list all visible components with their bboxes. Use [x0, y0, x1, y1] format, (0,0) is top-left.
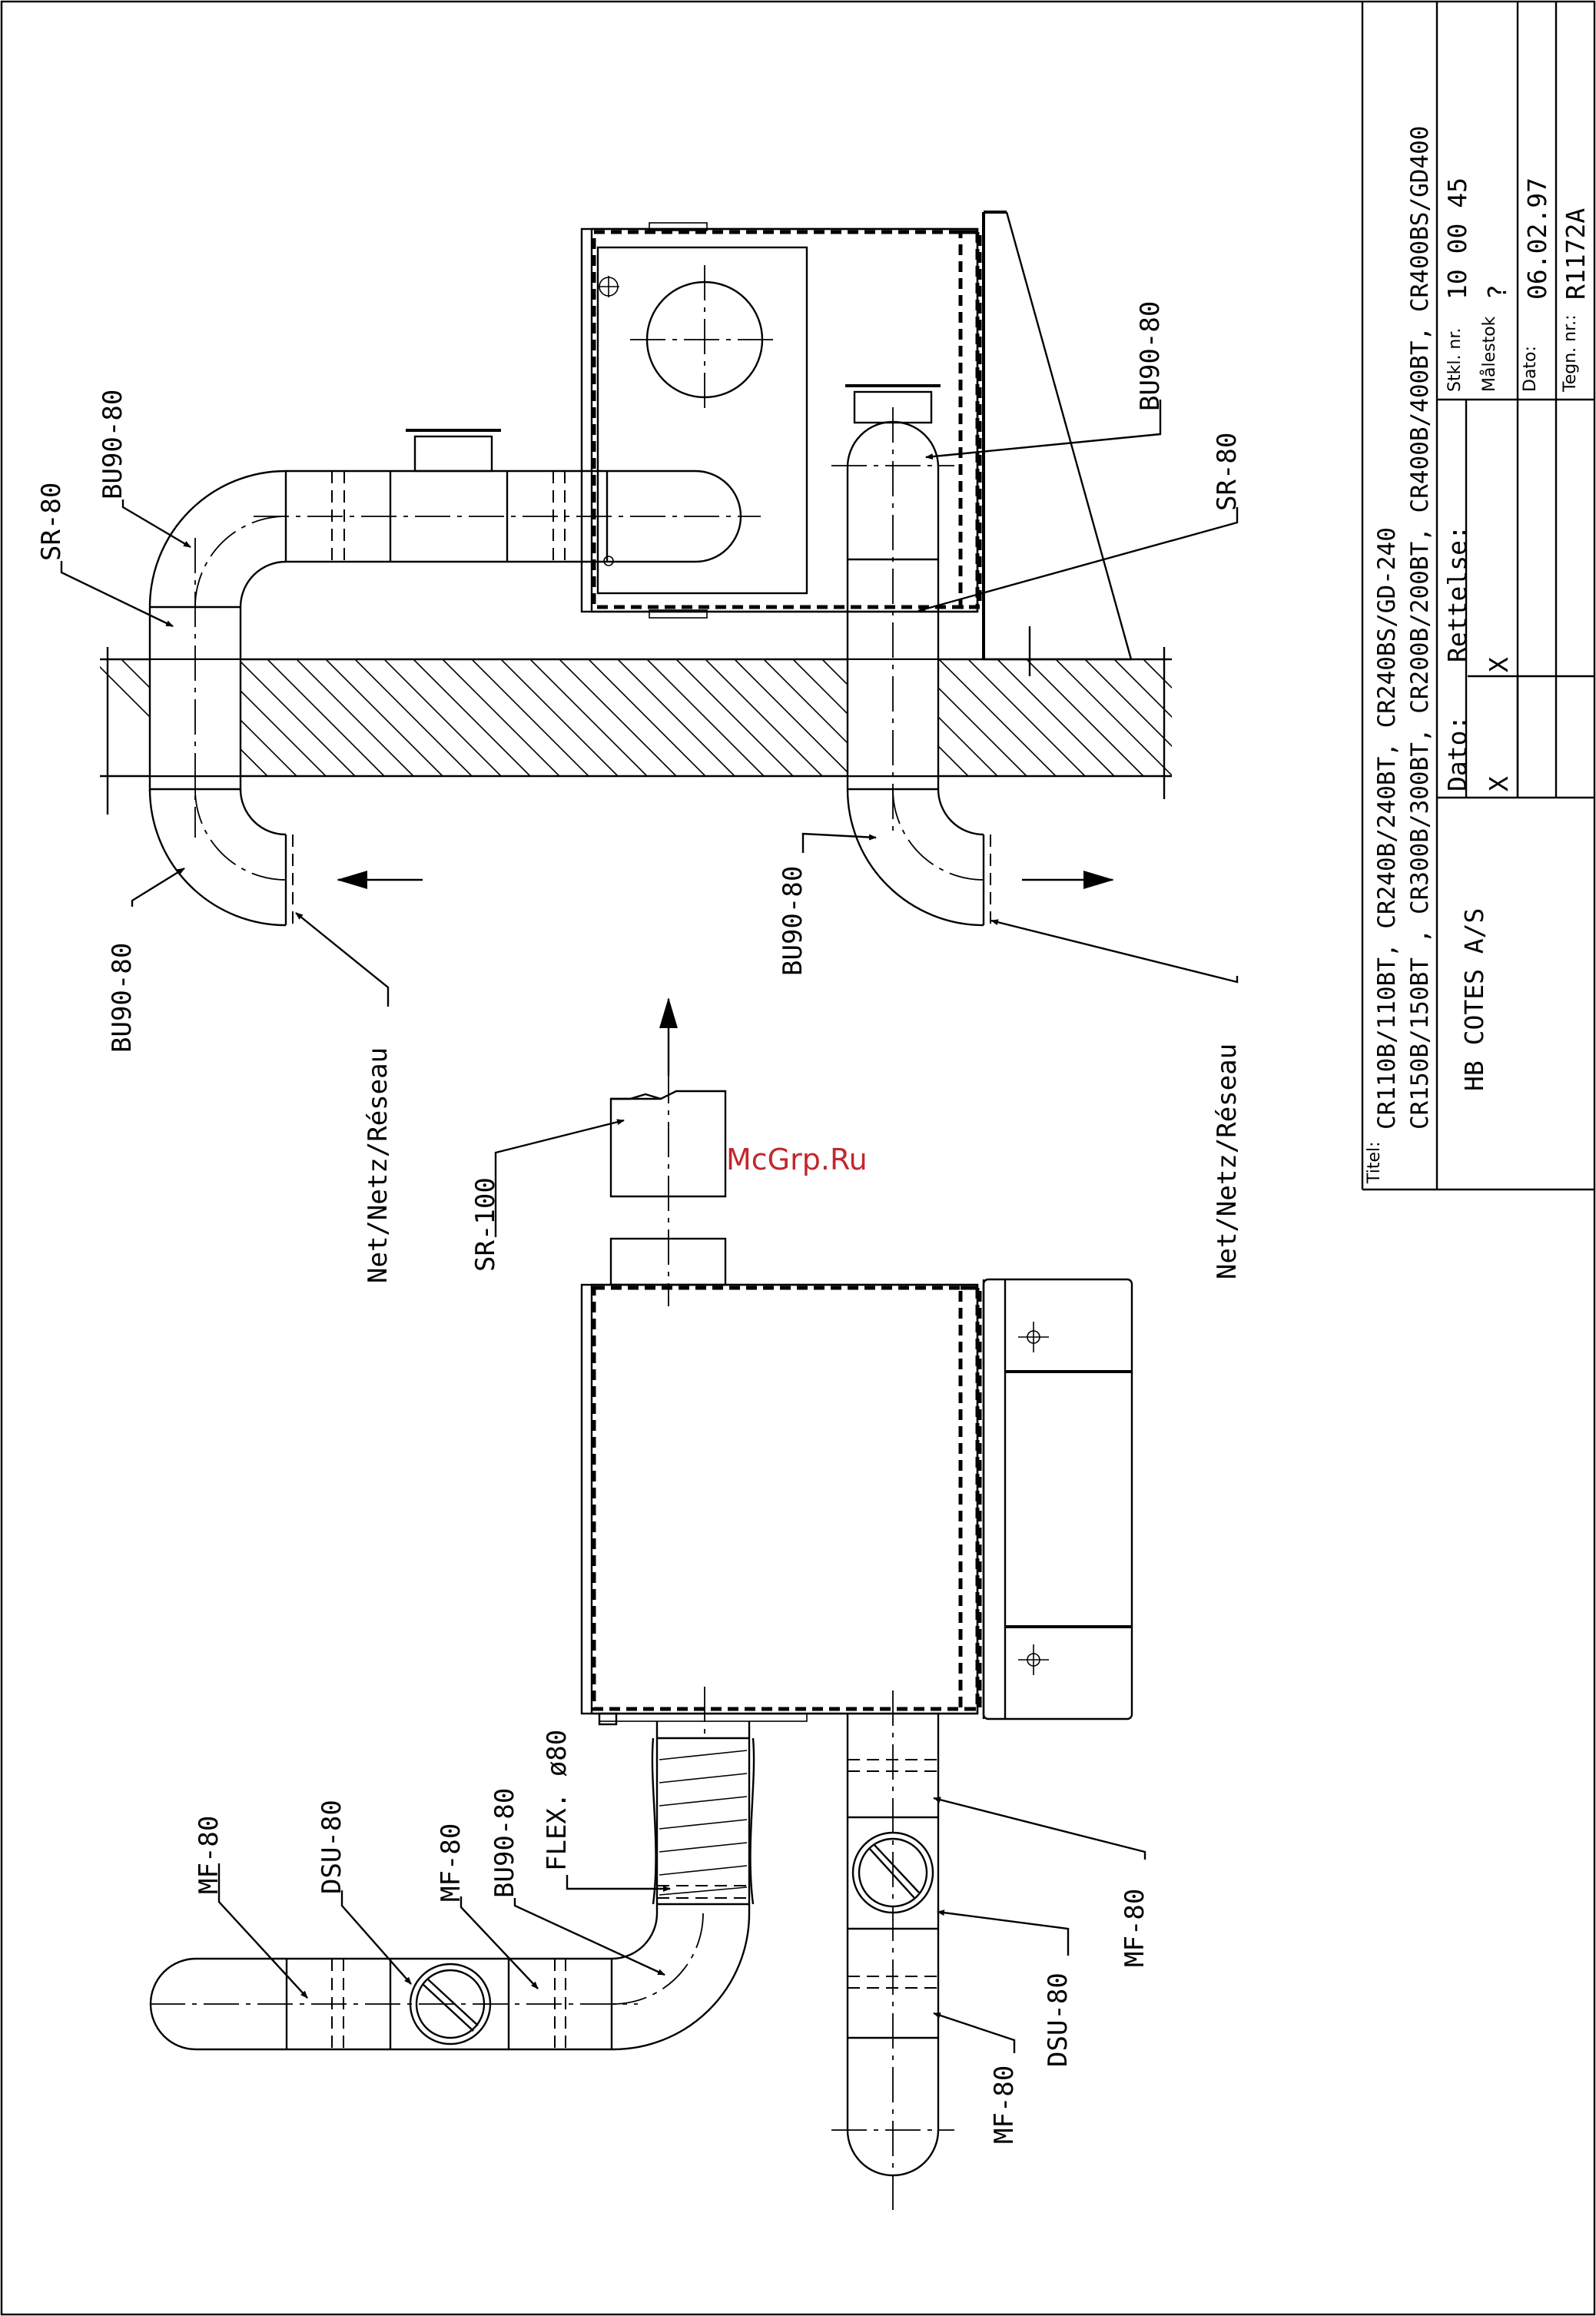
right-upper-duct — [831, 384, 1114, 927]
label-dsu80-2: DSU-80 — [1043, 1973, 1073, 2067]
title-line-2: CR150B/150BT , CR300B/300BT, CR200B/200B… — [1406, 126, 1434, 1130]
lower-unit — [580, 1278, 1133, 1737]
left-upper-duct — [148, 429, 761, 838]
rettelse-label: Rettelse: — [1442, 525, 1472, 662]
label-bu90-bottom-right: BU90-80 — [778, 866, 808, 976]
label-mf80-3: MF-80 — [1120, 1889, 1150, 1967]
wall-hatch-line — [1143, 659, 1172, 689]
title-block: Titel: CR110B/110BT, CR240B/240BT, CR240… — [1361, 2, 1594, 1191]
wall-hatch-line — [705, 659, 823, 776]
label-sr100: SR-100 — [470, 1177, 501, 1272]
wall-hatch-line — [1026, 659, 1144, 776]
rettelse-value: X — [1484, 657, 1514, 672]
wall-hatch-line — [413, 659, 531, 776]
dato2-value: 06.02.97 — [1522, 178, 1552, 300]
wall-hatch-line — [442, 659, 560, 776]
label-bu90-top-left: BU90-80 — [98, 390, 128, 499]
label-bu90-top-right: BU90-80 — [1135, 301, 1166, 411]
wall-hatch-line — [734, 659, 852, 776]
left-lower-bend — [148, 788, 423, 927]
callout-labels: SR-80 BU90-80 BU90-80 Net/Netz/Réseau SR… — [36, 301, 1243, 2144]
tegn-label: Tegn. nr.: — [1561, 314, 1580, 393]
label-flex: FLEX. ø80 — [542, 1730, 572, 1871]
wall-hatch-line — [1202, 659, 1319, 776]
wall-hatch-line — [1084, 659, 1172, 748]
company-name: HB COTES A/S — [1459, 908, 1489, 1091]
wall-hatch-line — [529, 659, 648, 776]
wall-hatch-line — [500, 659, 619, 776]
label-bu90-bottom-left: BU90-80 — [107, 943, 138, 1053]
label-net-left: Net/Netz/Réseau — [363, 1047, 393, 1283]
tegn-value: R1172A — [1561, 208, 1591, 300]
flex-and-lower-left-duct — [149, 1721, 755, 2051]
wall-hatch-line — [383, 659, 502, 776]
wall-hatch-line — [471, 659, 589, 776]
wall-hatch-line — [588, 659, 706, 776]
label-mf80-4: MF-80 — [989, 2065, 1020, 2144]
wall-hatch-line — [938, 659, 1057, 776]
title-line-1: CR110B/110BT, CR240B/240BT, CR240BS/GD-2… — [1373, 527, 1401, 1130]
wall-hatch-line — [354, 659, 473, 776]
malestok-value: ? — [1482, 284, 1512, 300]
label-mf80-2: MF-80 — [436, 1823, 466, 1902]
wall-hatch-line — [325, 659, 443, 776]
wall-hatch-line — [1231, 659, 1348, 776]
wall-section — [100, 647, 1377, 815]
label-dsu80-1: DSU-80 — [317, 1800, 347, 1894]
wall-hatch-line — [296, 659, 414, 776]
stkl-label: Stkl. nr. — [1445, 328, 1465, 392]
malestok-label: Målestok — [1479, 316, 1499, 392]
sr100-exhaust — [609, 997, 727, 1306]
dato-label: Dato: — [1442, 715, 1472, 791]
wall-hatch-line — [675, 659, 794, 776]
dato2-label: Dato: — [1521, 346, 1540, 392]
wall-hatch-line — [997, 659, 1115, 776]
wall-hatch-line — [1260, 659, 1377, 776]
title-label: Titel: — [1365, 1141, 1384, 1184]
wall-hatch-line — [237, 659, 356, 776]
label-mf80-1: MF-80 — [194, 1816, 224, 1894]
wall-hatch-line — [617, 659, 735, 776]
wall-hatch-line — [559, 659, 677, 776]
label-sr80-top-right: SR-80 — [1212, 433, 1243, 511]
wall-hatch-line — [267, 659, 385, 776]
wall-hatch-line — [646, 659, 765, 776]
wall-hatch-line — [1173, 659, 1289, 776]
leader-lines — [60, 400, 1239, 2053]
wall-hatch-line — [967, 659, 1086, 776]
lower-right-duct — [831, 1691, 954, 2213]
upper-unit — [580, 211, 1133, 676]
dato-value: X — [1484, 776, 1514, 791]
watermark: McGrp.Ru — [726, 1143, 868, 1176]
label-net-right: Net/Netz/Réseau — [1212, 1044, 1243, 1279]
wall-hatch-line — [1055, 659, 1172, 776]
stkl-value: 10 00 45 — [1442, 178, 1472, 300]
wall-hatch-line — [1113, 659, 1172, 718]
label-sr80-top-left: SR-80 — [36, 483, 67, 561]
label-bu90-low: BU90-80 — [489, 1788, 520, 1898]
